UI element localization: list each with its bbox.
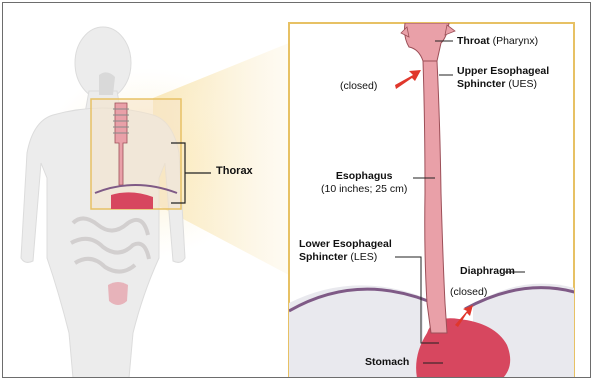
esophagus-label: Esophagus (10 inches; 25 cm) <box>321 170 407 196</box>
thorax-label: Thorax <box>216 165 253 178</box>
closed-lower-label: (closed) <box>450 286 487 299</box>
ues-label: Upper Esophageal Sphincter (UES) <box>457 65 549 91</box>
diagram-drawing <box>3 3 590 377</box>
diaphragm-label: Diaphragm <box>460 265 515 278</box>
stomach-label: Stomach <box>365 356 409 369</box>
throat-label: Throat (Pharynx) <box>457 35 538 48</box>
bladder <box>108 282 128 305</box>
thorax-small-box <box>91 99 181 209</box>
les-label: Lower Esophageal Sphincter (LES) <box>299 238 392 264</box>
closed-upper-label: (closed) <box>340 80 377 93</box>
